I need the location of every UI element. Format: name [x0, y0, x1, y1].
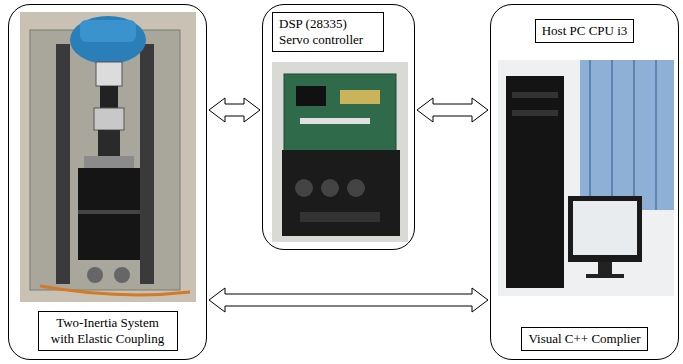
label-box: DSP (28335) Servo controller: [272, 12, 384, 52]
block-double-arrow: [209, 288, 488, 312]
servo-controller-photo: [272, 62, 408, 242]
rounded-panel: DSP (28335) Servo controller: [262, 4, 415, 250]
host-pc-photo: [498, 60, 674, 296]
rounded-panel: Host PC CPU i3 Visual C++ Complier: [490, 4, 679, 360]
rounded-panel: Two-Inertia System with Elastic Coupling: [8, 4, 207, 360]
block-double-arrow: [209, 98, 260, 122]
block-double-arrow: [417, 98, 488, 122]
label-box: Visual C++ Complier: [521, 327, 647, 351]
test-bench-photo: [20, 12, 196, 302]
label-box: Host PC CPU i3: [535, 19, 635, 43]
label-box: Two-Inertia System with Elastic Coupling: [38, 311, 178, 351]
